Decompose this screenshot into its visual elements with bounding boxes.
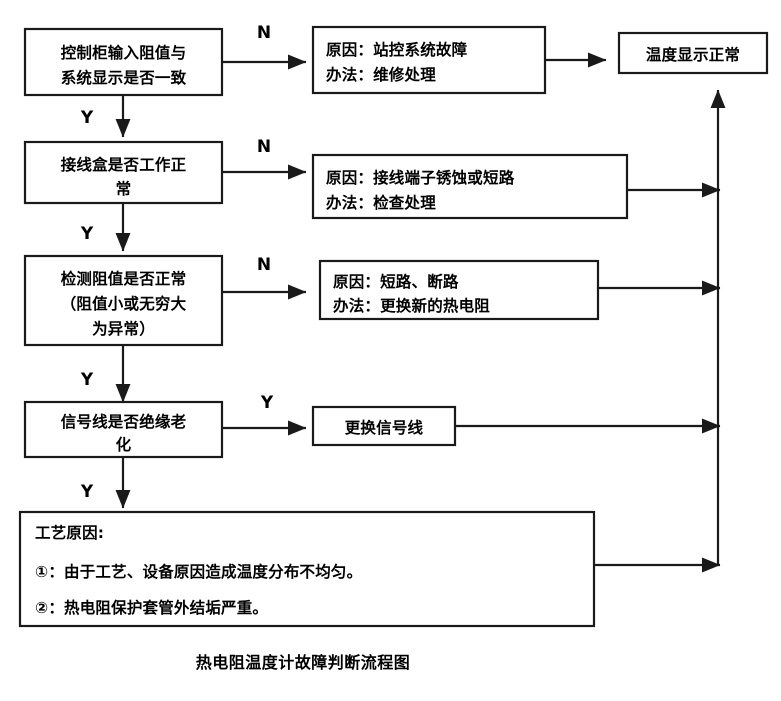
branch-label-y4: Y (260, 393, 274, 413)
diagram-caption: 热电阻温度计故障判断流程图 (196, 653, 411, 672)
node-decision3-line1: 检测阻值是否正常 (61, 269, 187, 288)
node-decision2-line2: 常 (116, 179, 132, 198)
node-decision2-line1: 接线盒是否工作正 (61, 155, 187, 174)
branch-label-y1: Y (80, 108, 94, 128)
node-cause-station-control-fault[interactable] (311, 25, 547, 95)
node-result-temperature-normal[interactable] (617, 31, 769, 75)
node-decision4-line2: 化 (116, 435, 132, 454)
node-decision4-line1: 信号线是否绝缘老 (61, 412, 187, 431)
node-result-line1: 温度显示正常 (646, 45, 740, 64)
node-cause2-line1: 原因：接线端子锈蚀或短路 (326, 168, 515, 187)
branch-label-y3: Y (80, 370, 94, 390)
branch-label-n2: N (257, 137, 271, 157)
node-process-cause[interactable] (18, 510, 596, 628)
branch-label-n3: N (257, 255, 271, 275)
node-process-cause-line2: ①：由于工艺、设备原因造成温度分布不均匀。 (35, 562, 362, 581)
node-process-cause-line1: 工艺原因: (35, 523, 104, 542)
node-cause3-line1: 原因：短路、断路 (333, 272, 459, 291)
node-cause-short-open-circuit[interactable] (318, 259, 600, 321)
node-cause1-line2: 办法：维修处理 (326, 65, 436, 84)
node-decision-junction-box[interactable] (23, 140, 224, 205)
node-decision-input-resistance[interactable] (23, 27, 224, 97)
node-action-replace-signal-cable[interactable] (311, 405, 457, 447)
node-process-cause-line3: ②：热电阻保护套管外结垢严重。 (35, 598, 268, 617)
node-cause2-line2: 办法：检查处理 (326, 193, 436, 212)
node-action4-line1: 更换信号线 (345, 418, 424, 437)
node-cause-terminal-corrosion[interactable] (311, 153, 629, 220)
branch-label-y2: Y (80, 224, 94, 244)
node-decision1-line2: 系统显示是否一致 (61, 68, 187, 87)
branch-label-n1: N (257, 23, 271, 43)
node-decision3-line2: （阻值小或无穷大 (61, 294, 187, 313)
node-decision-resistance-check[interactable] (23, 254, 224, 347)
node-cause3-line2: 办法：更换新的热电阻 (333, 296, 490, 315)
node-decision3-line3: 为异常） (92, 319, 155, 338)
node-decision1-line1: 控制柜输入阻值与 (61, 43, 187, 62)
node-decision-signal-cable-aging[interactable] (23, 400, 224, 459)
branch-label-y5: Y (80, 482, 94, 502)
node-cause1-line1: 原因：站控系统故障 (326, 40, 468, 59)
